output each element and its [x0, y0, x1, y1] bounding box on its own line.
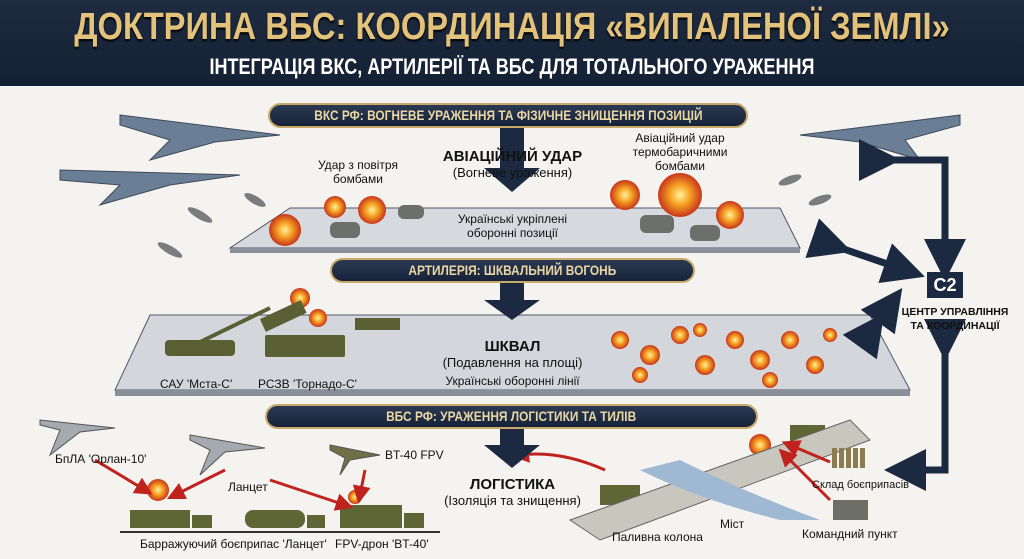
- c2-badge: C2: [933, 275, 957, 295]
- air-strike-banner: ВКС РФ: ВОГНЕВЕ УРАЖЕННЯ ТА ФІЗИЧНЕ ЗНИЩ…: [268, 103, 748, 128]
- flow-arrows: [484, 128, 540, 468]
- air-right-note: Авіаційний удар термобаричними бомбами: [632, 131, 728, 173]
- mlrs-label: РСЗВ 'Торнадо-С': [258, 377, 357, 391]
- lancet-label: Ланцет: [228, 480, 268, 494]
- loiter-munition-label: Барражуючий боєприпас 'Ланцет': [140, 537, 327, 551]
- artillery-center-sub: (Подавлення на площі): [442, 355, 583, 370]
- bt40-label: BT-40 FPV: [385, 448, 444, 462]
- header: ДОКТРИНА ВБС: КООРДИНАЦІЯ «ВИПАЛЕНОЇ ЗЕМ…: [0, 0, 1024, 86]
- uav-banner: ВБС РФ: УРАЖЕННЯ ЛОГІСТИКИ ТА ТИЛІВ: [265, 404, 758, 429]
- command-post-label: Командний пункт: [802, 527, 898, 541]
- command-post-icon: [833, 500, 868, 520]
- drone-icons: [39, 419, 381, 476]
- artillery-banner: АРТИЛЕРІЯ: ШКВАЛЬНИЙ ВОГОНЬ: [330, 258, 695, 283]
- ammo-depot-label: Склад боєприпасів: [812, 479, 910, 491]
- logistics-title: ЛОГІСТИКА: [469, 476, 556, 493]
- ammo-icon: [832, 448, 865, 468]
- bridge-label: Міст: [720, 517, 745, 531]
- bunkers: [330, 205, 720, 241]
- air-center-sub: (Вогневе ураження): [452, 165, 573, 180]
- fuel-column-label: Паливна колона: [612, 530, 703, 544]
- air-center-title: АВІАЦІЙНИЙ УДАР: [442, 148, 583, 165]
- orlan-label: БпЛА 'Орлан-10': [55, 452, 147, 466]
- logistics-sub: (Ізоляція та знищення): [444, 493, 581, 508]
- page-subtitle: ІНТЕГРАЦІЯ ВКС, АРТИЛЕРІЇ ТА ВБС ДЛЯ ТОТ…: [209, 54, 815, 79]
- explosions: [147, 173, 837, 504]
- c2-label: ЦЕНТР УПРАВЛІННЯ ТА КООРДИНАЦІЇ: [901, 306, 1009, 332]
- artillery-center-title: ШКВАЛ: [484, 338, 541, 355]
- artillery-target-label: Українські оборонні лінії: [445, 374, 580, 388]
- fpv-drone-label: FPV-дрон 'BT-40': [335, 537, 429, 551]
- bomb-icons: [157, 174, 832, 258]
- c2-icon: C2: [927, 272, 963, 298]
- c2-connectors: [805, 139, 966, 491]
- air-left-note: Удар з повітря бомбами: [318, 158, 398, 186]
- artillery-vehicles: [165, 300, 400, 357]
- air-target-label: Українські укріплені оборонні позиції: [457, 212, 568, 240]
- sau-label: САУ 'Мста-С': [160, 377, 233, 391]
- page-title: ДОКТРИНА ВБС: КООРДИНАЦІЯ «ВИПАЛЕНОЇ ЗЕМ…: [74, 6, 950, 48]
